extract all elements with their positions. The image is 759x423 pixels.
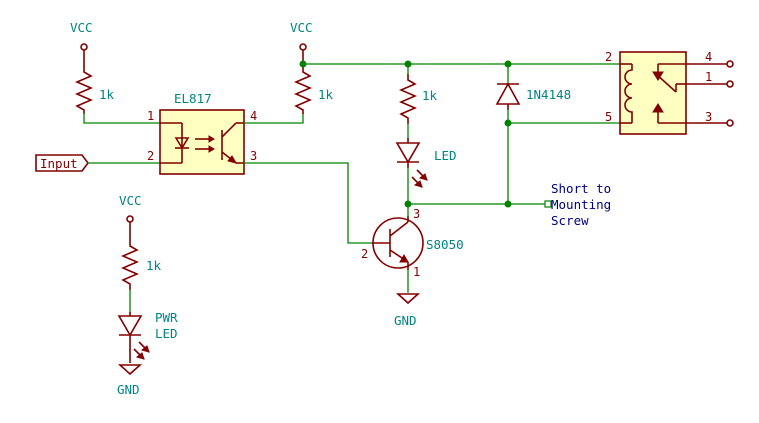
transistor-pin-1: 1 <box>413 265 420 279</box>
vcc-label-left: VCC <box>70 20 93 35</box>
note-line-3: Screw <box>551 213 589 228</box>
power-led-label-line1: PWR <box>155 310 178 325</box>
note-line-1: Short to <box>551 181 611 196</box>
wire-opto-to-base <box>243 162 373 244</box>
vcc-symbol-pwr <box>126 215 134 240</box>
vcc-label-mid: VCC <box>290 20 313 35</box>
relay-pin-3: 3 <box>705 110 712 124</box>
resistor-pwr-value: 1k <box>146 258 162 273</box>
diode-1n4148 <box>495 82 521 110</box>
mounting-screw-pad[interactable] <box>544 200 552 208</box>
gnd-symbol-transistor <box>395 293 421 305</box>
note-line-2: Mounting <box>551 197 611 212</box>
gnd-label-pwr: GND <box>117 382 140 397</box>
optocoupler-el817 <box>159 109 245 175</box>
input-port[interactable]: Input <box>35 154 89 172</box>
optocoupler-name: EL817 <box>174 91 212 106</box>
relay-pin-4: 4 <box>705 50 712 64</box>
power-led <box>117 312 150 363</box>
transistor-name: S8050 <box>426 237 464 252</box>
diode-name: 1N4148 <box>526 87 571 102</box>
opto-pin-1: 1 <box>147 109 154 123</box>
relay-terminal-3[interactable] <box>726 119 734 127</box>
junction-diode-relay <box>504 119 512 127</box>
gnd-label-transistor: GND <box>394 313 417 328</box>
relay-terminal-1[interactable] <box>726 80 734 88</box>
relay-terminal-4[interactable] <box>726 60 734 68</box>
transistor-pin-2: 2 <box>361 247 368 261</box>
opto-pin-4: 4 <box>250 109 257 123</box>
vcc-label-pwr: VCC <box>119 193 142 208</box>
transistor-s8050 <box>372 216 424 270</box>
resistor-mid <box>293 66 313 114</box>
wire-r-left-to-opto <box>83 113 161 124</box>
status-led <box>395 138 428 188</box>
power-led-label-line2: LED <box>155 326 178 341</box>
junction-vcc-mid <box>299 60 307 68</box>
status-led-label: LED <box>434 148 457 163</box>
resistor-left <box>74 66 94 114</box>
relay-pin-2: 2 <box>605 50 612 64</box>
vcc-symbol-left <box>80 43 88 66</box>
gnd-symbol-pwr <box>117 364 143 376</box>
resistor-mid-value: 1k <box>318 87 334 102</box>
relay-pin-5: 5 <box>605 110 612 124</box>
input-port-label: Input <box>40 156 78 171</box>
resistor-left-value: 1k <box>99 87 115 102</box>
wire-opto-to-r-mid <box>243 113 304 124</box>
opto-pin-3: 3 <box>250 149 257 163</box>
resistor-pwr <box>120 240 140 290</box>
opto-pin-2: 2 <box>147 149 154 163</box>
resistor-led-value: 1k <box>422 88 438 103</box>
relay <box>619 51 687 135</box>
resistor-led <box>398 74 418 124</box>
relay-pin-1: 1 <box>705 70 712 84</box>
transistor-pin-3: 3 <box>413 207 420 221</box>
